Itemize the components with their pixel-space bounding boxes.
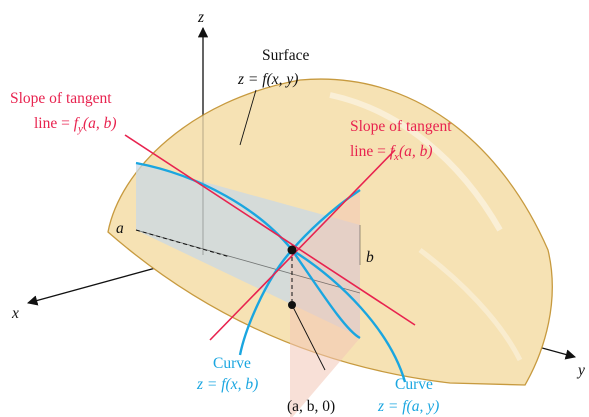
slope-fx-label-line2: line = fx(a, b) xyxy=(350,143,433,163)
curve2-equation: z = f(a, y) xyxy=(377,398,439,415)
point-a-b-0-label: (a, b, 0) xyxy=(287,398,335,415)
surface-sheen xyxy=(418,248,523,362)
tangent-line-fx xyxy=(209,149,396,341)
leader-point-label xyxy=(291,304,326,371)
surface-equation: z = f(x, y) xyxy=(237,71,298,88)
tangent-line-fy xyxy=(124,134,416,326)
slope-fy-label-line1: Slope of tangent xyxy=(10,90,112,107)
plane-x-section xyxy=(290,190,360,417)
guide-a-to-b xyxy=(135,229,361,294)
curve1-equation: z = f(x, b) xyxy=(196,376,258,393)
x-axis-label: x xyxy=(11,305,19,322)
slope-fx-label-line1: Slope of tangent xyxy=(350,118,452,135)
slope-fy-label-line2: line = fy(a, b) xyxy=(34,115,117,135)
surface-title: Surface xyxy=(262,47,309,64)
b-label: b xyxy=(366,249,374,266)
leader-surface-label xyxy=(239,89,257,146)
point-on-surface xyxy=(287,245,297,255)
curve-a-y-lower xyxy=(291,248,407,383)
y-axis-label: y xyxy=(576,362,585,379)
curve-x-b xyxy=(135,161,361,340)
surface-sheen xyxy=(329,92,503,232)
a-label: a xyxy=(116,220,124,237)
z-axis-label: z xyxy=(197,9,204,26)
curve1-title: Curve xyxy=(213,355,251,372)
curve2-title: Curve xyxy=(395,376,433,393)
